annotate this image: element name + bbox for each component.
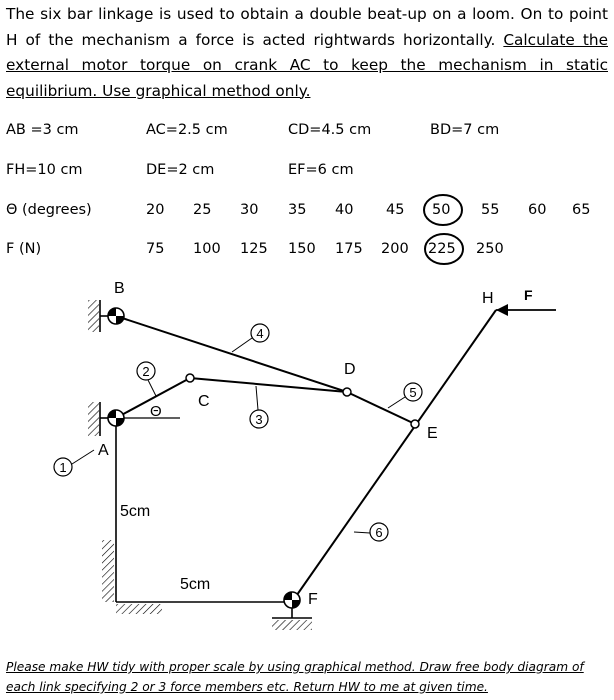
label-f: F — [308, 591, 318, 608]
theta-value: 65 — [572, 202, 591, 218]
pivot-a — [107, 409, 125, 427]
theta-value: 45 — [386, 202, 405, 218]
support-b-hatch — [88, 300, 99, 332]
force-value-circled: 225 — [428, 241, 456, 257]
force-value: 250 — [476, 241, 504, 257]
theta-value: 25 — [193, 202, 212, 218]
theta-value: 35 — [288, 202, 307, 218]
dim-cd: CD=4.5 cm — [288, 122, 372, 138]
svg-text:3: 3 — [255, 412, 262, 427]
label-a: A — [98, 442, 109, 459]
problem-statement: The six bar linkage is used to obtain a … — [6, 2, 608, 104]
support-a-hatch — [88, 402, 99, 436]
label-h: H — [482, 290, 494, 307]
label-force-f: F — [524, 287, 533, 303]
theta-value: 55 — [481, 202, 500, 218]
link-number-5: 5 — [387, 382, 423, 409]
force-value: 200 — [381, 241, 409, 257]
force-label: F (N) — [6, 241, 42, 257]
joint-c — [185, 373, 195, 383]
label-e: E — [427, 425, 438, 442]
link-4-bd — [115, 315, 348, 393]
force-value: 100 — [193, 241, 221, 257]
problem-task: Calculate the external motor torque on c… — [6, 30, 608, 100]
pivot-b — [107, 307, 125, 325]
force-value: 175 — [335, 241, 363, 257]
circle-theta-50 — [423, 194, 463, 226]
force-value: 125 — [240, 241, 268, 257]
link-number-4: 4 — [231, 323, 270, 353]
dim-horizontal-5cm: 5cm — [180, 576, 210, 593]
link-2-ac — [115, 377, 191, 419]
theta-value: 40 — [335, 202, 354, 218]
selection-circles — [423, 194, 464, 265]
link-5-de — [346, 391, 416, 425]
svg-text:4: 4 — [256, 326, 263, 341]
link-number-3: 3 — [249, 385, 269, 429]
force-value: 75 — [146, 241, 165, 257]
svg-text:1: 1 — [59, 460, 66, 475]
svg-text:6: 6 — [375, 525, 382, 540]
dim-fh: FH=10 cm — [6, 162, 83, 178]
label-c: C — [198, 393, 210, 410]
dim-ab: AB =3 cm — [6, 122, 79, 138]
dim-de: DE=2 cm — [146, 162, 215, 178]
dim-ef: EF=6 cm — [288, 162, 354, 178]
circle-force-225 — [424, 233, 464, 265]
homework-note: Please make HW tidy with proper scale by… — [6, 660, 584, 694]
theta-value: 20 — [146, 202, 165, 218]
force-arrowhead — [496, 304, 508, 316]
label-d: D — [344, 361, 356, 378]
dim-ac: AC=2.5 cm — [146, 122, 228, 138]
theta-label: Θ (degrees) — [6, 202, 92, 218]
link-3-cd — [189, 377, 348, 393]
joint-e — [410, 419, 420, 429]
theta-value: 30 — [240, 202, 259, 218]
theta-value-circled: 50 — [432, 202, 451, 218]
joint-d — [342, 387, 352, 397]
pivot-f — [283, 591, 301, 609]
support-f-hatch — [272, 620, 312, 630]
link-6-fh — [291, 309, 497, 603]
dim-vertical-5cm: 5cm — [120, 503, 150, 520]
label-b: B — [114, 280, 125, 297]
link-number-6: 6 — [353, 522, 389, 542]
force-value: 150 — [288, 241, 316, 257]
label-theta: Θ — [150, 403, 162, 420]
problem-text: The six bar linkage is used to obtain a … — [6, 5, 608, 49]
link-number-2: 2 — [136, 361, 157, 397]
link-number-1: 1 — [53, 449, 95, 477]
svg-text:5: 5 — [409, 385, 416, 400]
linkage-diagram: B A C D E F H F Θ 1 2 3 4 5 6 5cm 5cm — [53, 280, 556, 630]
dim-bd: BD=7 cm — [430, 122, 500, 138]
frame-hatch-horizontal — [116, 604, 162, 614]
svg-text:2: 2 — [142, 364, 149, 379]
frame-hatch-vertical — [102, 540, 114, 602]
theta-value: 60 — [528, 202, 547, 218]
